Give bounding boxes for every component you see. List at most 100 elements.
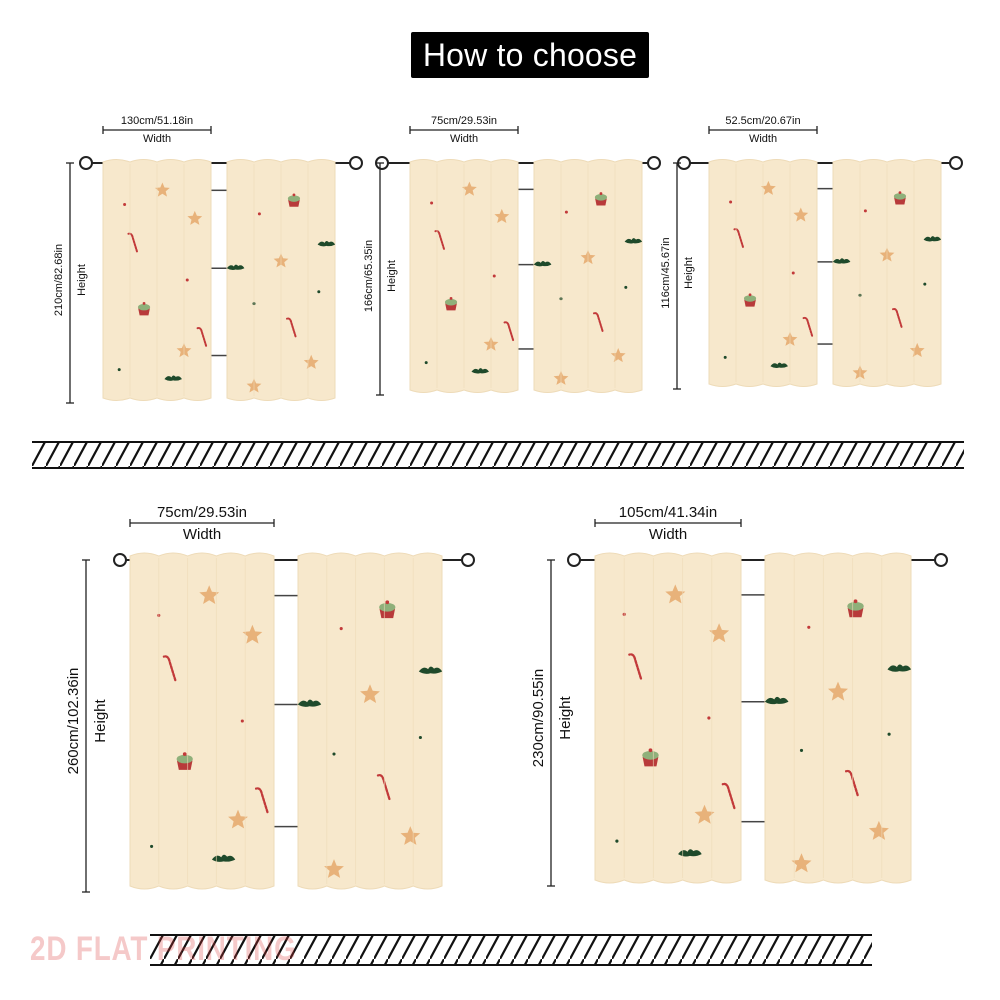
dot-icon (123, 202, 127, 206)
cupcake-frosting (847, 601, 864, 611)
holly-leaf-icon (533, 260, 552, 267)
cupcake-cherry (599, 192, 603, 195)
dot-icon (339, 627, 343, 631)
rod-finial-left (567, 553, 581, 567)
star-icon (360, 684, 380, 703)
width-caption: Width (182, 526, 222, 543)
dot-icon (624, 285, 628, 289)
width-caption: Width (748, 133, 778, 145)
dot-icon (332, 752, 336, 756)
star-icon (303, 354, 319, 369)
star-icon (242, 624, 263, 644)
star-icon (761, 180, 776, 195)
width-measurement: 130cm/51.18in (120, 115, 194, 127)
star-icon (868, 820, 889, 840)
height-measurement: 116cm/45.67in (660, 237, 672, 309)
cupcake-cherry (142, 302, 146, 305)
candy-cane-icon (127, 232, 138, 253)
holly-leaf-icon (164, 375, 182, 381)
cupcake-frosting (137, 303, 151, 311)
curtain-panel-fabric (764, 552, 912, 884)
candy-cane-icon (802, 316, 814, 337)
dot-icon (923, 282, 927, 286)
cupcake-icon (893, 191, 907, 205)
cupcake-base (288, 199, 300, 207)
curtain-panel-left (708, 159, 818, 387)
cupcake-cherry (648, 748, 653, 753)
dot-icon (887, 732, 891, 736)
dot-icon (863, 209, 867, 213)
cupcake-cherry (182, 752, 187, 756)
dot-icon (418, 735, 422, 740)
holly-leaf-icon (624, 238, 643, 244)
cupcake-cherry (898, 191, 902, 195)
height-measurement: 230cm/90.55in (530, 668, 547, 768)
height-caption: Height (92, 699, 109, 743)
cupcake-icon (743, 293, 757, 307)
cupcake-base (847, 607, 864, 618)
star-icon (828, 681, 848, 701)
cupcake-frosting (444, 298, 458, 306)
candy-cane-icon (162, 655, 177, 682)
height-caption: Height (557, 696, 574, 740)
star-icon (228, 809, 248, 829)
watermark: 2D FLAT PRINTING (30, 930, 297, 968)
holly-leaf-icon (211, 854, 236, 862)
dot-icon (723, 355, 727, 359)
floor-hatch-top (32, 441, 964, 469)
curtain-panel-right (764, 552, 912, 884)
candy-cane-icon (733, 228, 744, 248)
cupcake-base (595, 198, 607, 206)
holly-leaf-icon (317, 240, 336, 247)
curtain-illustration (66, 126, 363, 404)
cupcake-base (642, 756, 659, 767)
rod-finial-right (647, 156, 661, 170)
curtain-panel-left (409, 159, 519, 393)
star-icon (709, 623, 730, 643)
cupcake-icon (642, 748, 659, 767)
width-measurement: 75cm/29.53in (156, 504, 248, 521)
star-icon (155, 182, 170, 197)
holly-leaf-icon (471, 368, 489, 374)
cupcake-cherry (292, 193, 296, 197)
rod-finial-right (934, 553, 948, 567)
width-caption: Width (449, 133, 479, 145)
cupcake-icon (176, 752, 193, 770)
holly-leaf-icon (770, 362, 788, 368)
cupcake-base (744, 299, 756, 307)
cupcake-frosting (642, 750, 659, 760)
height-measurement: 260cm/102.36in (65, 667, 82, 775)
page-title: How to choose (422, 36, 638, 73)
star-icon (199, 585, 220, 604)
cupcake-frosting (594, 194, 608, 201)
cupcake-base (445, 303, 457, 311)
cupcake-icon (287, 193, 301, 207)
height-caption: Height (76, 264, 88, 296)
curtain-panel-right (226, 159, 336, 401)
dot-icon (240, 719, 244, 723)
star-icon (694, 804, 715, 824)
dot-icon (799, 748, 804, 752)
dot-icon (430, 201, 434, 205)
holly-leaf-icon (418, 666, 443, 674)
cupcake-icon (444, 297, 458, 311)
height-measurement: 210cm/82.68in (53, 243, 65, 317)
cupcake-icon (379, 600, 396, 619)
curtain-panel-fabric (594, 552, 742, 884)
dot-icon (492, 274, 496, 278)
curtain-panel-right (832, 159, 942, 387)
cupcake-base (894, 197, 906, 205)
cupcake-frosting (176, 754, 193, 764)
dot-icon (564, 210, 568, 214)
cupcake-icon (847, 599, 864, 618)
candy-cane-icon (376, 774, 391, 801)
star-icon (610, 348, 626, 363)
star-icon (909, 342, 925, 357)
holly-leaf-icon (226, 264, 245, 270)
cupcake-cherry (853, 599, 858, 604)
